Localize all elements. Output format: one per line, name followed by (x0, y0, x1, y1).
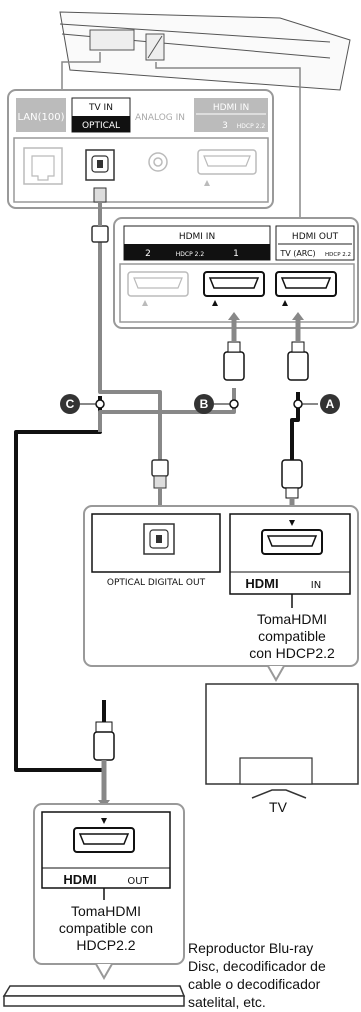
player-hdmi-logo: HDMI (63, 872, 96, 887)
hdmi-in3-label: HDMI IN (213, 103, 249, 113)
optical-label: OPTICAL (82, 121, 120, 131)
soundbar-hdmi-panel: HDMI IN 2 HDCP 2.2 1 HDMI OUT TV (ARC) H… (113, 217, 359, 329)
player-caption-3: HDCP2.2 (76, 937, 135, 953)
player-caption-line1: Reproductor Blu-ray (188, 940, 313, 956)
hdmi-plug-b-upper (223, 312, 245, 381)
tv-caption-1: TomaHDMI (257, 611, 327, 627)
tv-caption-3: con HDCP2.2 (249, 645, 335, 661)
optical-digital-out-label: OPTICAL DIGITAL OUT (107, 578, 206, 588)
hdmi-plug-player (93, 721, 115, 808)
label-c: C (66, 397, 75, 411)
player-device (2, 985, 186, 1007)
soundbar-rear-panel: LAN(100) TV IN OPTICAL ANALOG IN HDMI IN… (7, 89, 274, 209)
soundbar-sketch (59, 11, 351, 91)
cable-c (98, 232, 162, 460)
hdmi-in2-num: 2 (145, 249, 151, 259)
player-caption-1: TomaHDMI (71, 903, 141, 919)
lan-label: LAN(100) (17, 112, 64, 123)
player-connection-panel: HDMI OUT TomaHDMI compatible con HDCP2.2 (33, 803, 185, 965)
player-caption-2: compatible con (59, 920, 153, 936)
label-b: B (200, 397, 209, 411)
cable-label-b: B (194, 394, 239, 414)
hdmi-in1-num: 1 (233, 249, 239, 259)
tv-in-label: TV IN (88, 103, 113, 113)
player-hdmi-out-label: OUT (127, 876, 149, 887)
cable-label-a: A (293, 394, 340, 414)
player-caption: Reproductor Blu-ray Disc, decodificador … (188, 940, 326, 1010)
tv-hdmi-logo: HDMI (245, 576, 278, 591)
analog-in-port (148, 152, 168, 172)
tv-connection-panel: OPTICAL DIGITAL OUT HDMI IN TomaHDMI com… (83, 505, 359, 667)
hdmi-in2-hdcp: HDCP 2.2 (176, 251, 205, 258)
player-caption-line3: cable o decodificador (188, 976, 321, 992)
hdmi-in3-hdcp: HDCP 2.2 (237, 123, 266, 130)
cable-b (98, 388, 236, 432)
tv-illustration: TV (205, 683, 359, 815)
tv-hdmi-in-label: IN (311, 580, 321, 591)
optical-plug-top (91, 187, 109, 243)
player-caption-line2: Disc, decodificador de (188, 958, 326, 974)
tv-arc-label: TV (ARC) (279, 249, 315, 258)
hdmi-in-label: HDMI IN (179, 232, 215, 242)
tv-caption-2: compatible (258, 628, 326, 644)
label-a: A (326, 397, 335, 411)
cable-label-c: C (60, 394, 105, 414)
player-caption-line4: satelital, etc. (188, 994, 266, 1010)
hdmi-in3-num: 3 (222, 121, 228, 131)
hdmi-plug-a-upper (287, 312, 309, 381)
hdmi-out-label: HDMI OUT (292, 232, 339, 242)
lan-port (23, 147, 63, 185)
tv-label: TV (269, 799, 288, 815)
analog-in-label: ANALOG IN (135, 113, 185, 123)
hdmi-out-hdcp: HDCP 2.2 (325, 252, 351, 258)
